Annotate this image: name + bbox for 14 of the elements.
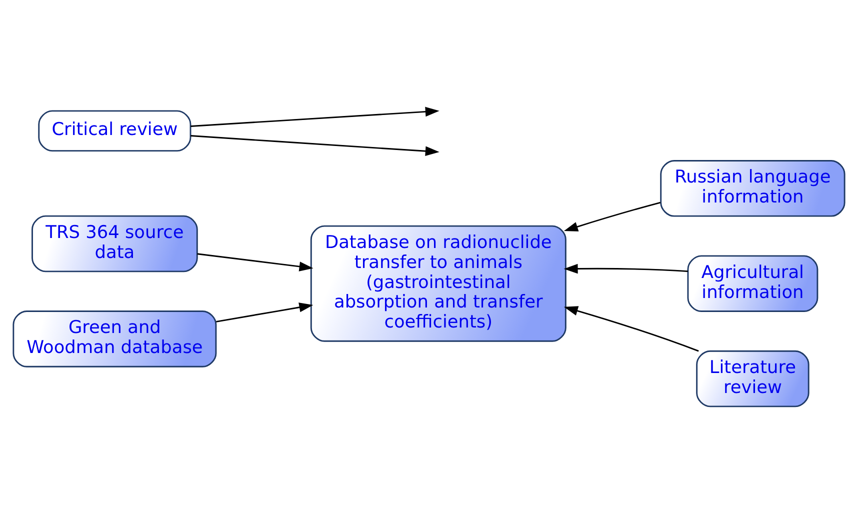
node-box: Database on radionuclide transfer to animals (gastrointestinal absorption and transfer coefficients) [310,225,566,342]
arrow [190,106,439,127]
arrow [563,306,698,352]
node-box: Critical review [38,110,191,152]
node-box: Russian language information [660,160,845,217]
arrow [563,264,688,274]
node-box: TRS 364 source data [31,215,198,272]
arrow [196,253,313,272]
node-box: Green and Woodman database [12,310,216,368]
node-box: Literature review [696,350,809,408]
arrow [190,135,439,156]
node-box: Agricultural information [686,255,818,312]
arrow [563,202,660,232]
arrow [216,302,313,322]
